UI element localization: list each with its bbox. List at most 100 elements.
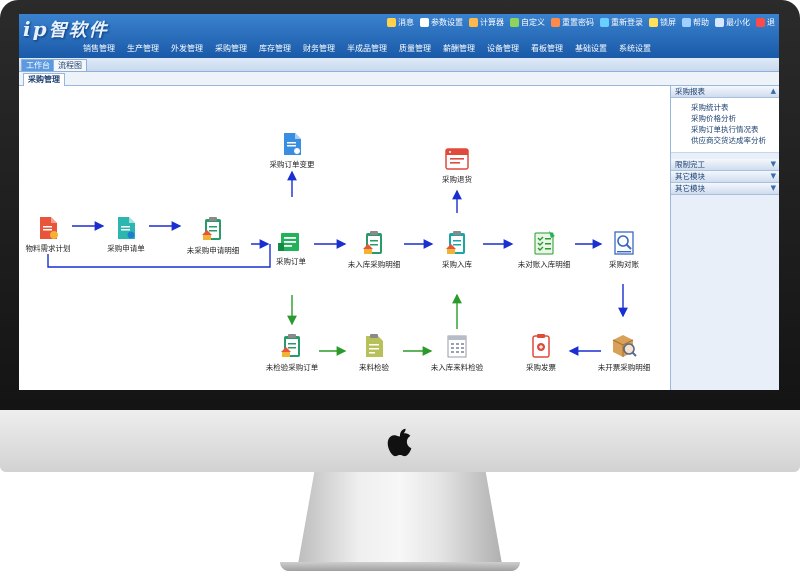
workspace-tabs: 工作台 流程图 <box>19 58 779 72</box>
top-link-0[interactable]: 消息 <box>387 17 414 28</box>
top-links: 消息 参数设置计算器 自定义 重置密码 重新登录 锁屏 帮助 最小化 退 <box>387 17 775 28</box>
flow-node-purchase-stock-in[interactable]: 采购入库 <box>417 230 497 270</box>
panel-section-items: 采购统计表采购价格分析采购订单执行情况表供应商交货达成率分析 <box>671 98 779 153</box>
top-link-6[interactable]: 锁屏 <box>649 17 676 28</box>
flow-node-material-plan[interactable]: 物料需求计划 <box>19 216 88 254</box>
menu-item-5[interactable]: 财务管理 <box>303 44 335 53</box>
top-bar: ip智软件 消息 参数设置计算器 自定义 重置密码 重新登录 锁屏 帮助 最小化 退 销售管理 生… <box>19 14 779 58</box>
top-link-5[interactable]: 重新登录 <box>600 17 643 28</box>
logo-text: 智软件 <box>48 20 109 41</box>
apple-logo-icon <box>387 428 412 457</box>
doc-orange-icon <box>40 217 58 239</box>
invoice-red-icon <box>532 334 550 358</box>
chevron-down-icon: ▼ <box>770 184 776 192</box>
chevron-down-icon: ▼ <box>770 172 776 180</box>
top-link-label: 退 <box>767 18 775 27</box>
panel-section-header-3[interactable]: 其它模块 ▼ <box>671 183 779 195</box>
doc-blue-icon <box>284 133 301 155</box>
flow-node-purchase-order[interactable]: 采购订单 <box>251 231 331 267</box>
top-link-label: 重置密码 <box>562 18 594 27</box>
checklist-green-icon <box>534 231 555 255</box>
window-red-icon <box>445 148 469 170</box>
flow-node-uninvoiced-purchase-detail[interactable]: 未开票采购明细 <box>584 333 664 373</box>
report-link[interactable]: 采购订单执行情况表 <box>691 125 759 134</box>
menu-item-11[interactable]: 基础设置 <box>575 44 607 53</box>
tab-purchase-management[interactable]: 采购管理 <box>23 73 65 86</box>
top-link-label: 锁屏 <box>660 18 676 27</box>
tab-flowchart[interactable]: 流程图 <box>53 59 87 71</box>
tab-workbench[interactable]: 工作台 <box>21 59 55 71</box>
top-link-icon <box>510 18 519 27</box>
top-link-label: 帮助 <box>693 18 709 27</box>
panel-section-title: 采购报表 <box>675 87 705 96</box>
doc-olive-icon <box>366 334 383 357</box>
report-link[interactable]: 采购价格分析 <box>691 114 736 123</box>
panel-section-title: 限制完工 <box>675 160 705 169</box>
arrow-n1-n4-bypass <box>47 244 271 268</box>
panel-section-header-2[interactable]: 其它模块 ▼ <box>671 171 779 183</box>
doc-green-icon <box>278 233 299 251</box>
clipboard-icon <box>202 217 221 240</box>
panel-section-header-1[interactable]: 限制完工 ▼ <box>671 159 779 171</box>
monitor-stand <box>298 472 502 564</box>
menu-item-4[interactable]: 库存管理 <box>259 44 291 53</box>
menu-item-7[interactable]: 质量管理 <box>399 44 431 53</box>
panel-section-title: 其它模块 <box>675 184 705 193</box>
flow-arrows <box>47 170 628 356</box>
flow-node-purchase-return[interactable]: 采购退货 <box>417 147 497 185</box>
flow-node-purchase-request[interactable]: 采购申请单 <box>86 216 166 254</box>
top-link-icon <box>649 18 658 27</box>
top-link-8[interactable]: 最小化 <box>715 17 750 28</box>
top-link-icon <box>469 18 478 27</box>
logo-mark: ip <box>23 17 49 41</box>
doc-teal-icon <box>118 217 135 239</box>
top-link-icon <box>551 18 560 27</box>
flow-node-unreconciled-stock-in-detail[interactable]: 未对账入库明细 <box>504 230 584 270</box>
clipboard-icon <box>363 231 382 254</box>
menu-item-0[interactable]: 销售管理 <box>83 44 115 53</box>
flow-node-uninspected-purchase-order[interactable]: 未检验采购订单 <box>252 333 332 373</box>
monitor-stand-base <box>280 562 520 571</box>
flow-node-not-stocked-purchase-detail[interactable]: 未入库采购明细 <box>334 230 414 270</box>
flow-node-purchase-reconciliation[interactable]: 采购对账 <box>584 230 664 270</box>
top-link-icon <box>682 18 691 27</box>
menu-item-2[interactable]: 外发管理 <box>171 44 203 53</box>
flow-node-not-stocked-incoming-inspection[interactable]: 未入库来料检验 <box>417 333 497 373</box>
chevron-up-icon: ▲ <box>770 87 776 95</box>
menu-item-8[interactable]: 薪酬管理 <box>443 44 475 53</box>
menu-item-3[interactable]: 采购管理 <box>215 44 247 53</box>
flow-node-purchase-order-change[interactable]: 采购订单变更 <box>252 132 332 170</box>
monitor-chin <box>0 410 800 472</box>
report-link[interactable]: 供应商交货达成率分析 <box>691 136 766 145</box>
top-link-icon <box>387 18 396 27</box>
report-link[interactable]: 采购统计表 <box>691 103 729 112</box>
top-link-icon <box>715 18 724 27</box>
panel-section-title: 其它模块 <box>675 172 705 181</box>
menu-item-1[interactable]: 生产管理 <box>127 44 159 53</box>
menu-item-12[interactable]: 系统设置 <box>619 44 651 53</box>
top-link-2[interactable]: 计算器 <box>469 17 504 28</box>
top-link-4[interactable]: 重置密码 <box>551 17 594 28</box>
app-logo: ip智软件 <box>23 16 109 42</box>
chevron-down-icon: ▼ <box>770 160 776 168</box>
top-link-3[interactable]: 自定义 <box>510 17 545 28</box>
main-menu: 销售管理 生产管理 外发管理 采购管理 库存管理 财务管理 半成品管理 质量管理 薪酬管理 设备管… <box>77 43 657 55</box>
top-link-1[interactable]: 参数设置 <box>420 17 463 28</box>
top-link-label: 参数设置 <box>431 18 463 27</box>
top-link-7[interactable]: 帮助 <box>682 17 709 28</box>
top-link-label: 最小化 <box>726 18 750 27</box>
panel-section-header-0[interactable]: 采购报表 ▲ <box>671 86 779 98</box>
flow-node-unpurchased-request-detail[interactable]: 未采购申请明细 <box>173 216 253 256</box>
top-link-label: 消息 <box>398 18 414 27</box>
top-link-label: 自定义 <box>521 18 545 27</box>
menu-item-6[interactable]: 半成品管理 <box>347 44 387 53</box>
flow-node-incoming-inspection[interactable]: 来料检验 <box>334 333 414 373</box>
flow-node-purchase-invoice[interactable]: 采购发票 <box>501 333 581 373</box>
magnifier-doc-icon <box>614 231 634 255</box>
menu-item-10[interactable]: 看板管理 <box>531 44 563 53</box>
menu-item-9[interactable]: 设备管理 <box>487 44 519 53</box>
clipboard-icon <box>281 334 300 357</box>
top-link-9[interactable]: 退 <box>756 17 775 28</box>
top-link-label: 重新登录 <box>611 18 643 27</box>
box-magnifier-icon <box>612 335 637 357</box>
